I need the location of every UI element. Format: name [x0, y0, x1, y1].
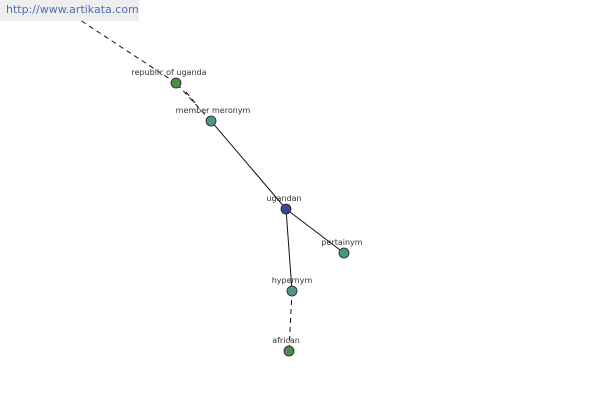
node-label-center[interactable]: ugandan: [266, 194, 301, 203]
edge-layer: [79, 19, 345, 352]
graph-node-rel-pertainym[interactable]: [338, 247, 350, 259]
node-label-rel-pertainym[interactable]: pertainym: [321, 238, 362, 247]
graph-node-center[interactable]: [280, 203, 292, 215]
edge-word_republic-continuation: [79, 19, 177, 84]
node-label-rel-member[interactable]: member meronym: [176, 106, 251, 115]
edge-rel_hypernym-to-word_african: [288, 290, 293, 352]
graph-node-word-african[interactable]: [283, 345, 295, 357]
node-layer: [170, 77, 350, 357]
graph-node-rel-member[interactable]: [205, 115, 217, 127]
graph-node-rel-hypernym[interactable]: [286, 285, 298, 297]
edge-center-to-rel_member: [210, 120, 287, 210]
label-layer: ugandan member meronym republic of uganda p…: [131, 68, 362, 345]
node-label-rel-hypernym[interactable]: hypernym: [272, 276, 313, 285]
edge-rel_member-to-word_republic: [175, 82, 212, 122]
site-url-label[interactable]: http://www.artikata.com: [0, 0, 139, 21]
edge-center-to-rel_hypernym: [285, 208, 293, 292]
graph-node-word-republic[interactable]: [170, 77, 182, 89]
edge-center-to-rel_pertainym: [285, 208, 345, 254]
edge-overlap-dash: [185, 91, 197, 105]
node-label-word-republic[interactable]: republic of uganda: [131, 68, 206, 77]
node-label-word-african[interactable]: african: [272, 336, 300, 345]
